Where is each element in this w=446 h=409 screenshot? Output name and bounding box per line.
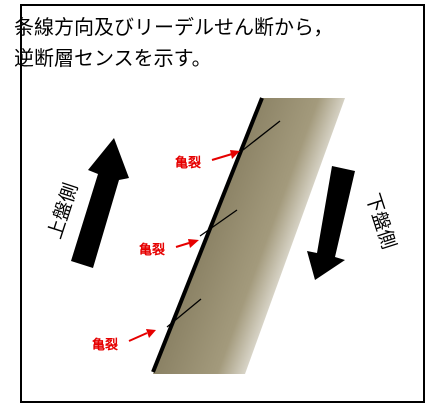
footwall-label: 下盤側 bbox=[361, 191, 400, 252]
crack-label-middle: 亀裂 bbox=[139, 242, 166, 258]
riedel-crack-middle bbox=[199, 209, 238, 237]
crack-pointer-middle bbox=[175, 239, 199, 248]
crack-pointer-top bbox=[211, 150, 240, 161]
hanging-wall-arrow bbox=[71, 138, 129, 268]
riedel-crack-top bbox=[242, 120, 281, 151]
footwall-arrow bbox=[307, 166, 355, 280]
crack-label-bottom: 亀裂 bbox=[92, 337, 119, 353]
crack-label-top: 亀裂 bbox=[175, 155, 202, 171]
crack-pointer-bottom bbox=[128, 329, 156, 342]
diagram-caption: 条線方向及びリーデルせん断から， 逆断層センスを示す。 bbox=[14, 15, 334, 70]
fault-zone bbox=[153, 98, 345, 374]
fault-plane-line bbox=[151, 97, 264, 373]
riedel-crack-bottom bbox=[166, 298, 202, 328]
hanging-wall-label: 上盤側 bbox=[44, 181, 83, 242]
